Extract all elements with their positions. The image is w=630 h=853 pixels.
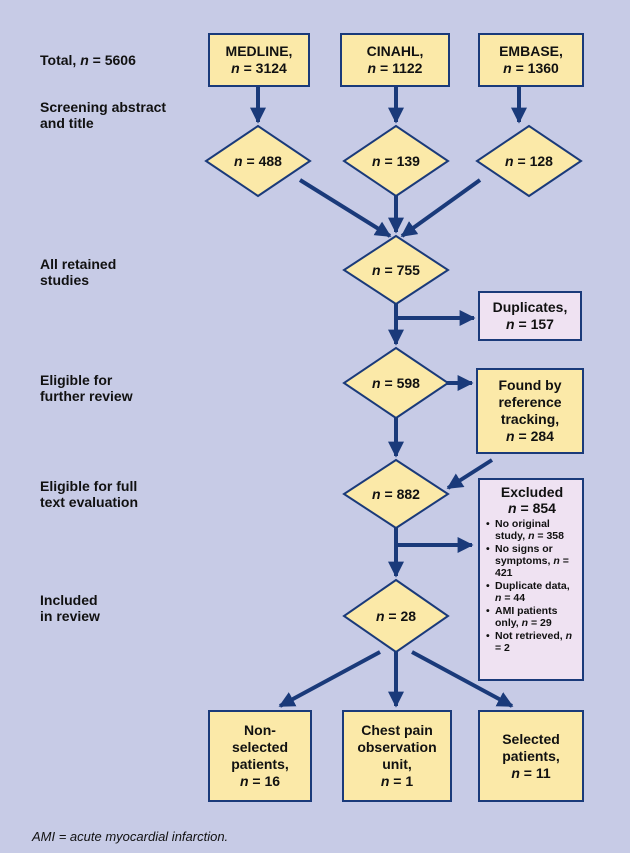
excluded-list: No original study, n = 358 No signs or s… (486, 518, 578, 654)
box-excluded: Excluded n = 854 No original study, n = … (478, 478, 584, 681)
excluded-item: AMI patients only, n = 29 (486, 605, 578, 629)
diamond-755 (342, 234, 450, 306)
excluded-item: No signs or symptoms, n = 421 (486, 543, 578, 579)
box-nonselected: Non- selected patients, n = 16 (208, 710, 312, 802)
footnote: AMI = acute myocardial infarction. (32, 829, 229, 844)
diamond-28 (342, 578, 450, 654)
box-cinahl: CINAHL, n = 1122 (340, 33, 450, 87)
diamond-139 (342, 124, 450, 198)
diamond-139-text: n = 139 (372, 153, 420, 169)
box-medline: MEDLINE, n = 3124 (208, 33, 310, 87)
arrow-reference-882 (446, 458, 494, 490)
diamond-598 (342, 346, 450, 420)
diamond-128 (475, 124, 583, 198)
excluded-item: No original study, n = 358 (486, 518, 578, 542)
box-embase: EMBASE, n = 1360 (478, 33, 584, 87)
arrow-488-755 (298, 178, 392, 238)
excluded-item: Duplicate data, n = 44 (486, 580, 578, 604)
arrow-28-selected (411, 650, 514, 708)
box-duplicates: Duplicates, n = 157 (478, 291, 582, 341)
diamond-598-text: n = 598 (372, 375, 420, 391)
label-total: Total, n = 5606 (40, 52, 136, 68)
box-reference-tracking: Found by reference tracking, n = 284 (476, 368, 584, 454)
diamond-28-text: n = 28 (375, 608, 417, 624)
diamond-882-text: n = 882 (372, 486, 420, 502)
box-selected: Selected patients, n = 11 (478, 710, 584, 802)
box-chest-pain: Chest pain observation unit, n = 1 (342, 710, 452, 802)
diamond-488-text: n = 488 (234, 153, 282, 169)
diamond-488 (204, 124, 312, 198)
excluded-item: Not retrieved, n = 2 (486, 630, 578, 654)
diamond-755-text: n = 755 (372, 262, 420, 278)
arrow-28-nonselected (278, 650, 381, 708)
arrow-128-755 (400, 178, 482, 238)
diamond-128-text: n = 128 (505, 153, 553, 169)
diamond-882 (342, 458, 450, 530)
